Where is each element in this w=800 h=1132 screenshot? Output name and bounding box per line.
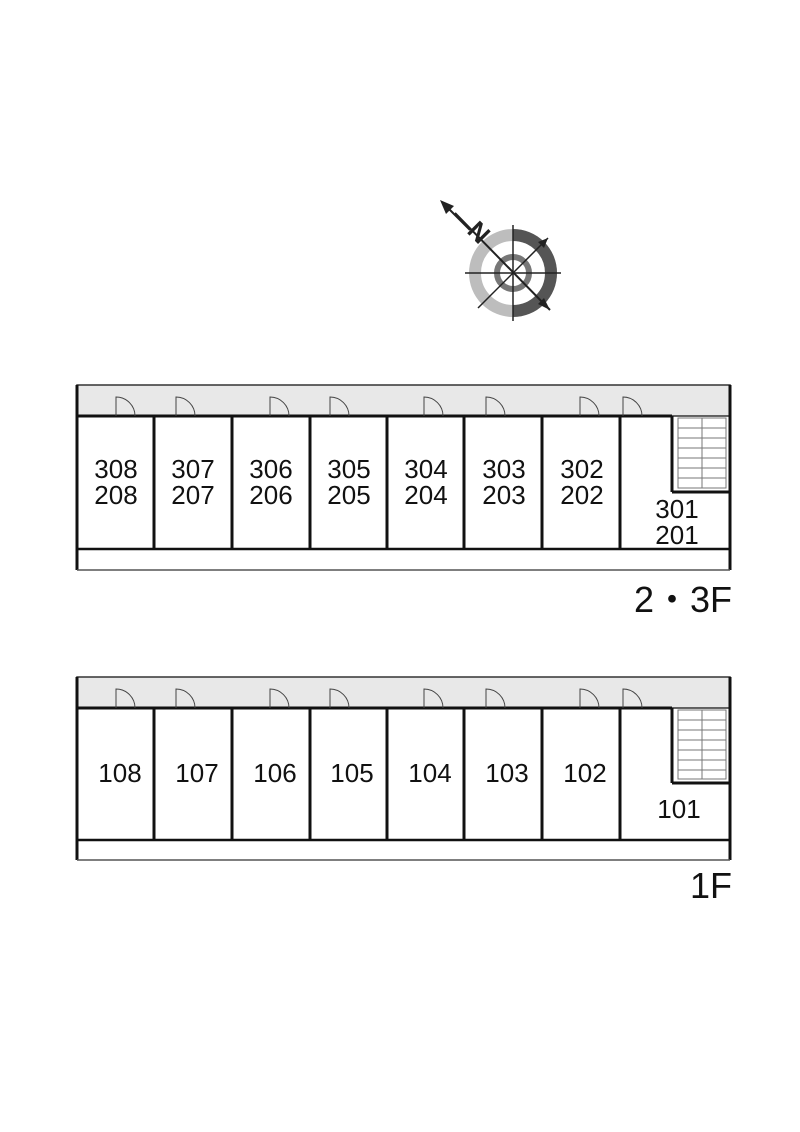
compass-rose-icon — [454, 212, 561, 321]
unit-number-105: 105 — [330, 758, 373, 788]
unit-number-103: 103 — [485, 758, 528, 788]
unit-number-307: 307 — [171, 454, 214, 484]
unit-number-302: 302 — [560, 454, 603, 484]
unit-number-301: 301 — [655, 494, 698, 524]
compass: N — [440, 200, 561, 321]
unit-number-203: 203 — [482, 480, 525, 510]
floor-label-1f: 1F — [690, 865, 732, 906]
floor-plan-1f: 108 107 106 105 104 103 102 101 1F — [75, 676, 732, 906]
unit-number-204: 204 — [404, 480, 447, 510]
unit-number-306: 306 — [249, 454, 292, 484]
unit-number-205: 205 — [327, 480, 370, 510]
unit-number-102: 102 — [563, 758, 606, 788]
north-arrow-icon — [440, 200, 471, 231]
unit-number-303: 303 — [482, 454, 525, 484]
door-icons — [115, 396, 643, 417]
corridor — [76, 676, 731, 709]
unit-number-207: 207 — [171, 480, 214, 510]
unit-number-104: 104 — [408, 758, 451, 788]
unit-number-304: 304 — [404, 454, 447, 484]
unit-number-202: 202 — [560, 480, 603, 510]
unit-number-208: 208 — [94, 480, 137, 510]
unit-number-206: 206 — [249, 480, 292, 510]
floor-label-upper: 2・3F — [634, 579, 732, 620]
staircase-icon — [677, 417, 727, 489]
unit-number-107: 107 — [175, 758, 218, 788]
staircase-icon — [677, 709, 727, 780]
unit-number-101: 101 — [657, 794, 700, 824]
unit-partitions — [152, 708, 622, 840]
door-icons — [115, 688, 643, 709]
unit-partitions — [152, 416, 622, 549]
unit-number-308: 308 — [94, 454, 137, 484]
corridor — [76, 384, 731, 417]
unit-number-106: 106 — [253, 758, 296, 788]
floor-plan-upper: 308 208 307 207 306 206 305 205 304 204 … — [75, 384, 732, 620]
unit-number-305: 305 — [327, 454, 370, 484]
unit-number-201: 201 — [655, 520, 698, 550]
unit-number-108: 108 — [98, 758, 141, 788]
